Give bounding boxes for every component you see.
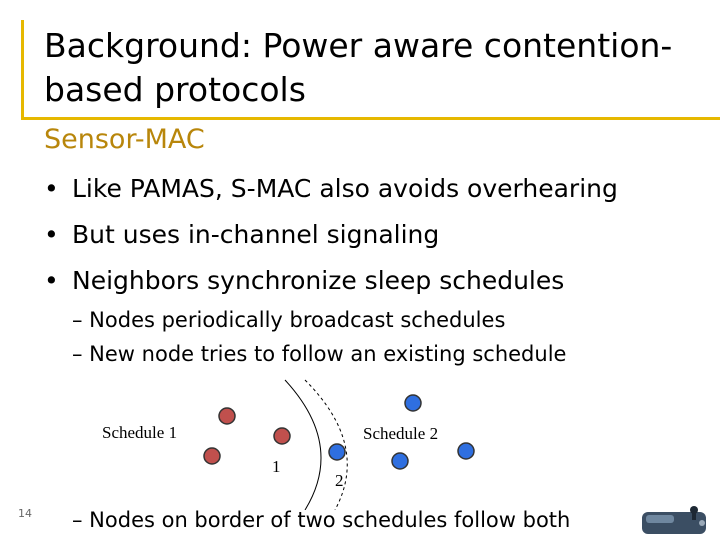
sensor-device-image bbox=[642, 506, 706, 534]
title-accent-bar bbox=[21, 20, 24, 117]
schedule2-node bbox=[457, 442, 475, 460]
sub-bullet-item: – New node tries to follow an existing s… bbox=[72, 342, 567, 366]
schedule1-node bbox=[218, 407, 236, 425]
schedule-boundary-solid bbox=[284, 379, 322, 510]
schedule2-node bbox=[328, 443, 346, 461]
slide-title: Background: Power aware contention-based… bbox=[44, 26, 673, 109]
bullet-item: •Like PAMAS, S-MAC also avoids overheari… bbox=[44, 166, 618, 212]
sub-bullet-list: – Nodes periodically broadcast schedules… bbox=[72, 303, 566, 371]
bullet-item: •But uses in-channel signaling bbox=[44, 212, 618, 258]
schedule-boundary-dashed bbox=[304, 379, 348, 510]
sub-bullet-item: – Nodes periodically broadcast schedules bbox=[72, 308, 506, 332]
schedule1-node bbox=[273, 427, 291, 445]
device-highlight bbox=[646, 515, 674, 523]
bullet-item: •Neighbors synchronize sleep schedules bbox=[44, 258, 618, 304]
bullet-dot-icon: • bbox=[44, 174, 59, 203]
title-accent-line bbox=[21, 117, 720, 120]
node1-label: 1 bbox=[272, 457, 281, 476]
device-antenna bbox=[692, 510, 696, 520]
bullet-dot-icon: • bbox=[44, 220, 59, 249]
node2-label: 2 bbox=[335, 471, 344, 490]
schedule2-node bbox=[391, 452, 409, 470]
schedule1-node bbox=[203, 447, 221, 465]
schedule2-label: Schedule 2 bbox=[363, 424, 438, 443]
bullet-list: •Like PAMAS, S-MAC also avoids overheari… bbox=[44, 166, 618, 304]
bullet-dot-icon: • bbox=[44, 266, 59, 295]
schedule2-node bbox=[404, 394, 422, 412]
schedule-diagram: Schedule 1 Schedule 2 1 2 bbox=[102, 379, 475, 510]
slide-number: 14 bbox=[18, 507, 32, 520]
section-heading: Sensor-MAC bbox=[44, 124, 205, 155]
bottom-sub-bullet: – Nodes on border of two schedules follo… bbox=[72, 508, 571, 532]
schedule1-label: Schedule 1 bbox=[102, 423, 177, 442]
device-port bbox=[699, 520, 705, 526]
